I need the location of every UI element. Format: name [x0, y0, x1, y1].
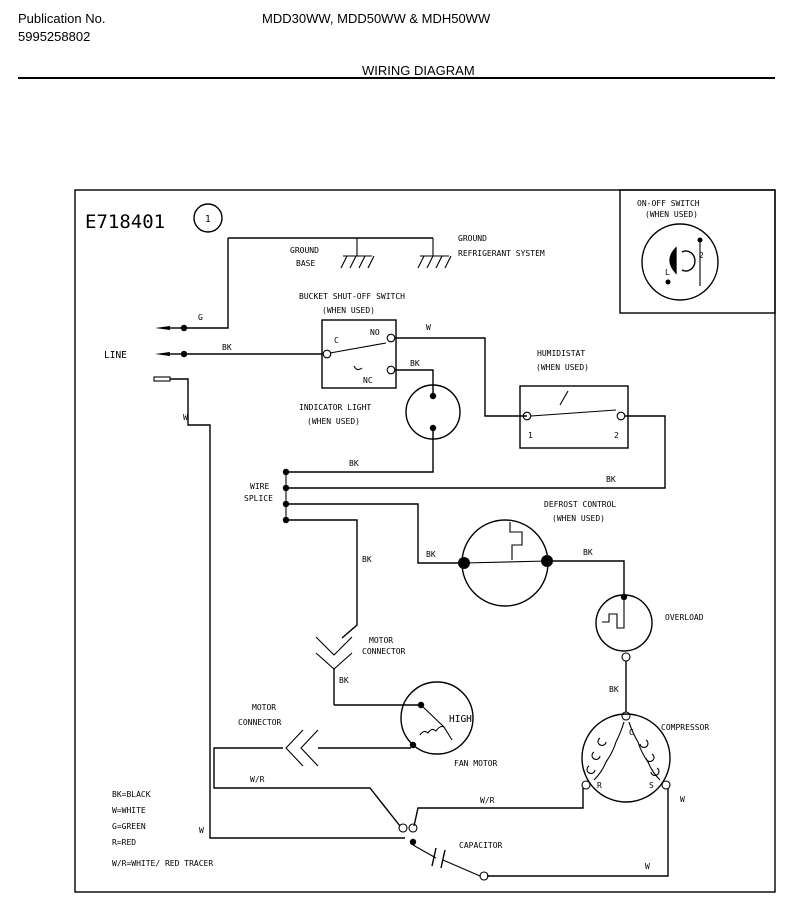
- onoff-pin-l: L: [665, 268, 670, 277]
- splice-label-1: WIRE: [250, 482, 269, 491]
- legend-item: W/R=WHITE/ RED TRACER: [112, 859, 213, 868]
- fan-high-label: HIGH: [449, 714, 472, 725]
- legend-item: R=RED: [112, 838, 136, 847]
- publication-label: Publication No.: [18, 11, 106, 26]
- bucket-label-1: BUCKET SHUT-OFF SWITCH: [299, 292, 405, 301]
- wire-w-left: W: [199, 826, 204, 835]
- publication-number: 5995258802: [18, 29, 91, 44]
- diagram-frame: [74, 189, 776, 893]
- onoff-label-1: ON-OFF SWITCH: [637, 199, 700, 208]
- compressor: [581, 713, 671, 803]
- wire-g: G: [198, 313, 203, 322]
- circled-number: 1: [205, 214, 211, 225]
- bucket-switch-box: [321, 319, 397, 389]
- motor-connector-small-1: MOTOR: [369, 636, 393, 645]
- ground-base-label-1: GROUND: [290, 246, 319, 255]
- motor-connector-large: [285, 729, 411, 767]
- onoff-label-2: (WHEN USED): [645, 210, 698, 219]
- diagram-title: WIRING DIAGRAM: [362, 63, 475, 78]
- humidistat-label-1: HUMIDISTAT: [537, 349, 585, 358]
- wire-bk-hum: BK: [606, 475, 616, 484]
- wire-bk-splice-down: BK: [362, 555, 372, 564]
- legend-item: W=WHITE: [112, 806, 146, 815]
- compressor-label: COMPRESSOR: [661, 723, 709, 732]
- splice-label-2: SPLICE: [244, 494, 273, 503]
- humidistat-box: [519, 385, 629, 449]
- bucket-no-label: NO: [370, 328, 380, 337]
- bucket-c-label: C: [334, 336, 339, 345]
- ground-ref-label-2: REFRIGERANT SYSTEM: [458, 249, 545, 258]
- legend-item: BK=BLACK: [112, 790, 151, 799]
- wire-bk-defrost-out: BK: [583, 548, 593, 557]
- onoff-pin-2: 2: [699, 251, 704, 260]
- comp-c-label: C: [629, 728, 634, 737]
- defrost-label-1: DEFROST CONTROL: [544, 500, 616, 509]
- comp-r-label: R: [597, 781, 602, 790]
- ground-base-label-2: BASE: [296, 259, 315, 268]
- onoff-switch-box: [619, 189, 776, 314]
- wire-wr-fan: W/R: [250, 775, 265, 784]
- color-legend: BK=BLACK W=WHITE G=GREEN R=RED W/R=WHITE…: [112, 790, 213, 868]
- wire-w-no: W: [426, 323, 431, 332]
- wire-bk-overload: BK: [609, 685, 619, 694]
- humidistat-pin-1: 1: [528, 431, 533, 440]
- wire-splice: [282, 468, 290, 524]
- wire-wr-cap: W/R: [480, 796, 495, 805]
- comp-s-label: S: [649, 781, 654, 790]
- wire-bk-motor: BK: [339, 676, 349, 685]
- wire-bk-line: BK: [222, 343, 232, 352]
- onoff-switch: [641, 223, 719, 301]
- motor-connector-small: [315, 636, 353, 705]
- header-rule: [18, 77, 775, 79]
- circled-number-ring: [193, 203, 223, 233]
- motor-connector-large-1: MOTOR: [252, 703, 276, 712]
- wire-bk-defrost: BK: [426, 550, 436, 559]
- overload-label: OVERLOAD: [665, 613, 704, 622]
- line-cord: [153, 324, 188, 382]
- fan-motor-label: FAN MOTOR: [454, 759, 498, 768]
- bucket-label-2: (WHEN USED): [322, 306, 375, 315]
- diagram-code: E718401: [85, 211, 165, 233]
- capacitor: [398, 823, 489, 881]
- motor-connector-small-2: CONNECTOR: [362, 647, 406, 656]
- defrost-label-2: (WHEN USED): [552, 514, 605, 523]
- line-label: LINE: [104, 350, 127, 361]
- wire-w-comp: W: [680, 795, 685, 804]
- ground-ref-label-1: GROUND: [458, 234, 487, 243]
- model-numbers: MDD30WW, MDD50WW & MDH50WW: [262, 11, 491, 26]
- ground-base-symbol: [340, 238, 375, 269]
- wire-w-bottom: W: [645, 862, 650, 871]
- wire-bk-splice1: BK: [349, 459, 359, 468]
- humidistat-pin-2: 2: [614, 431, 619, 440]
- fan-motor: [400, 681, 474, 755]
- wire-bk-nc: BK: [410, 359, 420, 368]
- ground-refrigerant-symbol: [417, 238, 452, 269]
- indicator-label-1: INDICATOR LIGHT: [299, 403, 371, 412]
- wire-w-line: W: [183, 413, 188, 422]
- motor-connector-large-2: CONNECTOR: [238, 718, 282, 727]
- indicator-label-2: (WHEN USED): [307, 417, 360, 426]
- legend-item: G=GREEN: [112, 822, 146, 831]
- bucket-nc-label: NC: [363, 376, 373, 385]
- capacitor-label: CAPACITOR: [459, 841, 503, 850]
- humidistat-label-2: (WHEN USED): [536, 363, 589, 372]
